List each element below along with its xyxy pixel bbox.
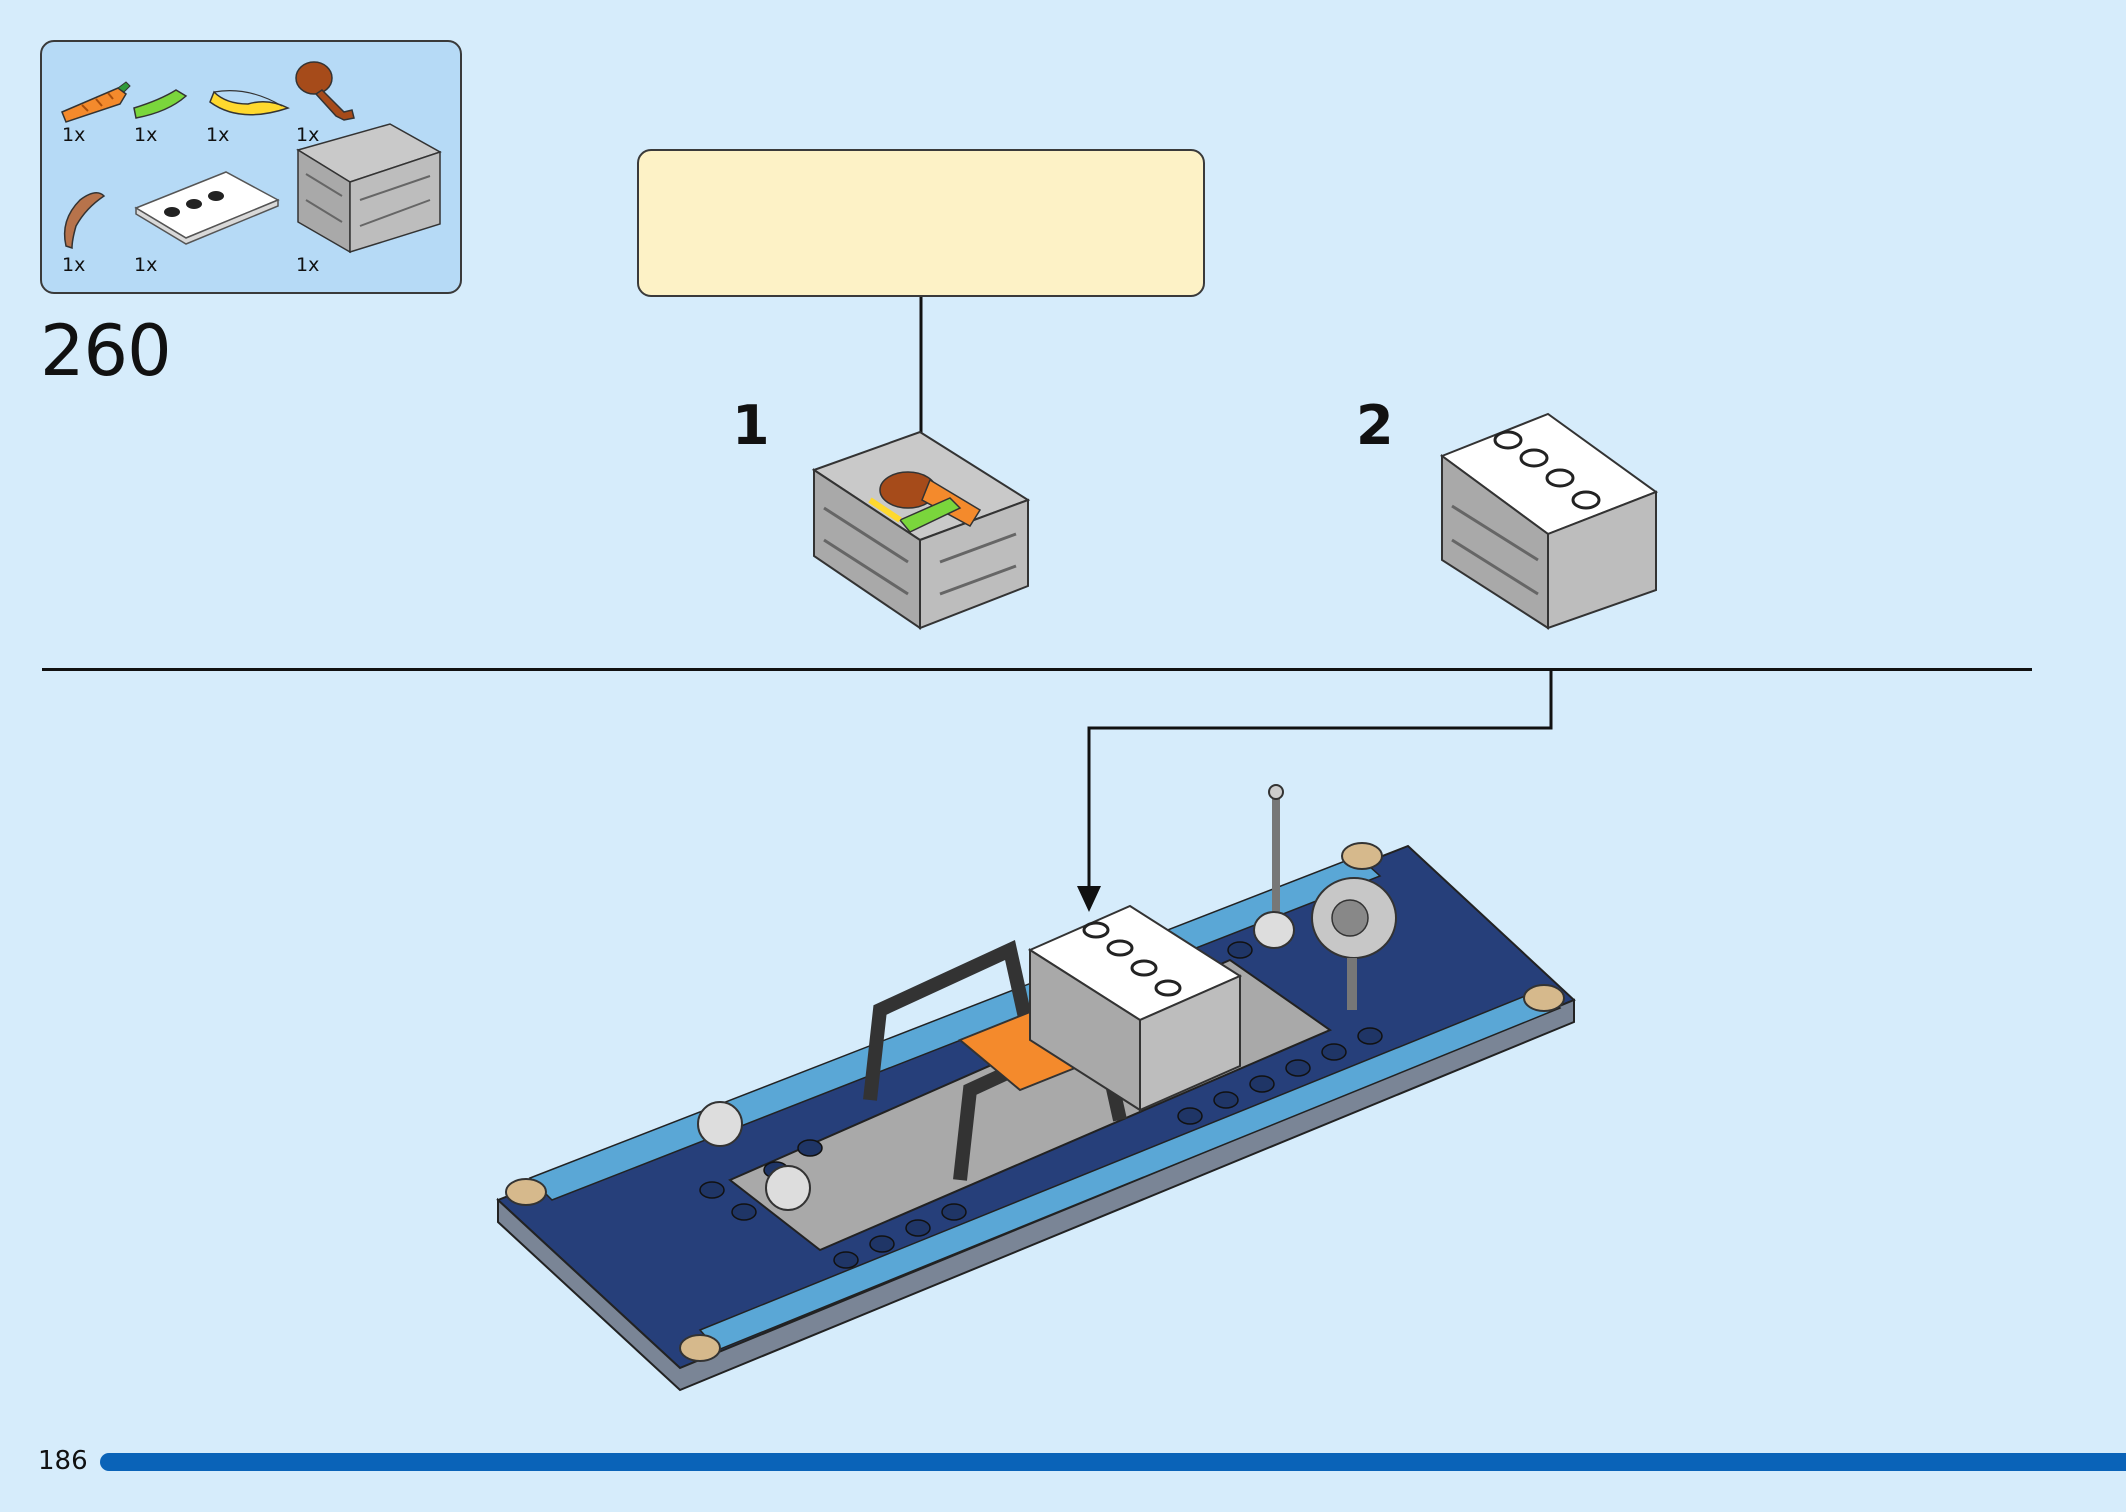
banana-icon [209, 90, 290, 116]
carrot-icon [61, 81, 131, 123]
qty-carrot: 1x [62, 124, 86, 146]
page-number: 186 [38, 1446, 88, 1476]
assembly-arrow [1077, 670, 1553, 912]
sausage-icon [63, 192, 106, 250]
pea-pod-icon [133, 89, 188, 119]
qty-drumstick: 1x [296, 124, 320, 146]
step-divider [42, 668, 2032, 671]
qty-white-tile: 1x [134, 254, 158, 276]
drumstick-icon [295, 61, 355, 121]
progress-bar [100, 1453, 2126, 1471]
filled-crate [811, 430, 1031, 630]
crate-icon [296, 123, 442, 254]
qty-banana: 1x [206, 124, 230, 146]
qty-sausage: 1x [62, 254, 86, 276]
qty-crate: 1x [296, 254, 320, 276]
substep-2-label: 2 [1356, 394, 1394, 457]
white-tile-icon [134, 171, 280, 245]
sub-assembly-callout [637, 149, 1205, 297]
boat-model [496, 784, 1576, 1392]
closed-crate [1439, 412, 1659, 630]
step-number: 260 [40, 310, 172, 392]
substep-1-label: 1 [732, 394, 770, 457]
qty-pea-pod: 1x [134, 124, 158, 146]
